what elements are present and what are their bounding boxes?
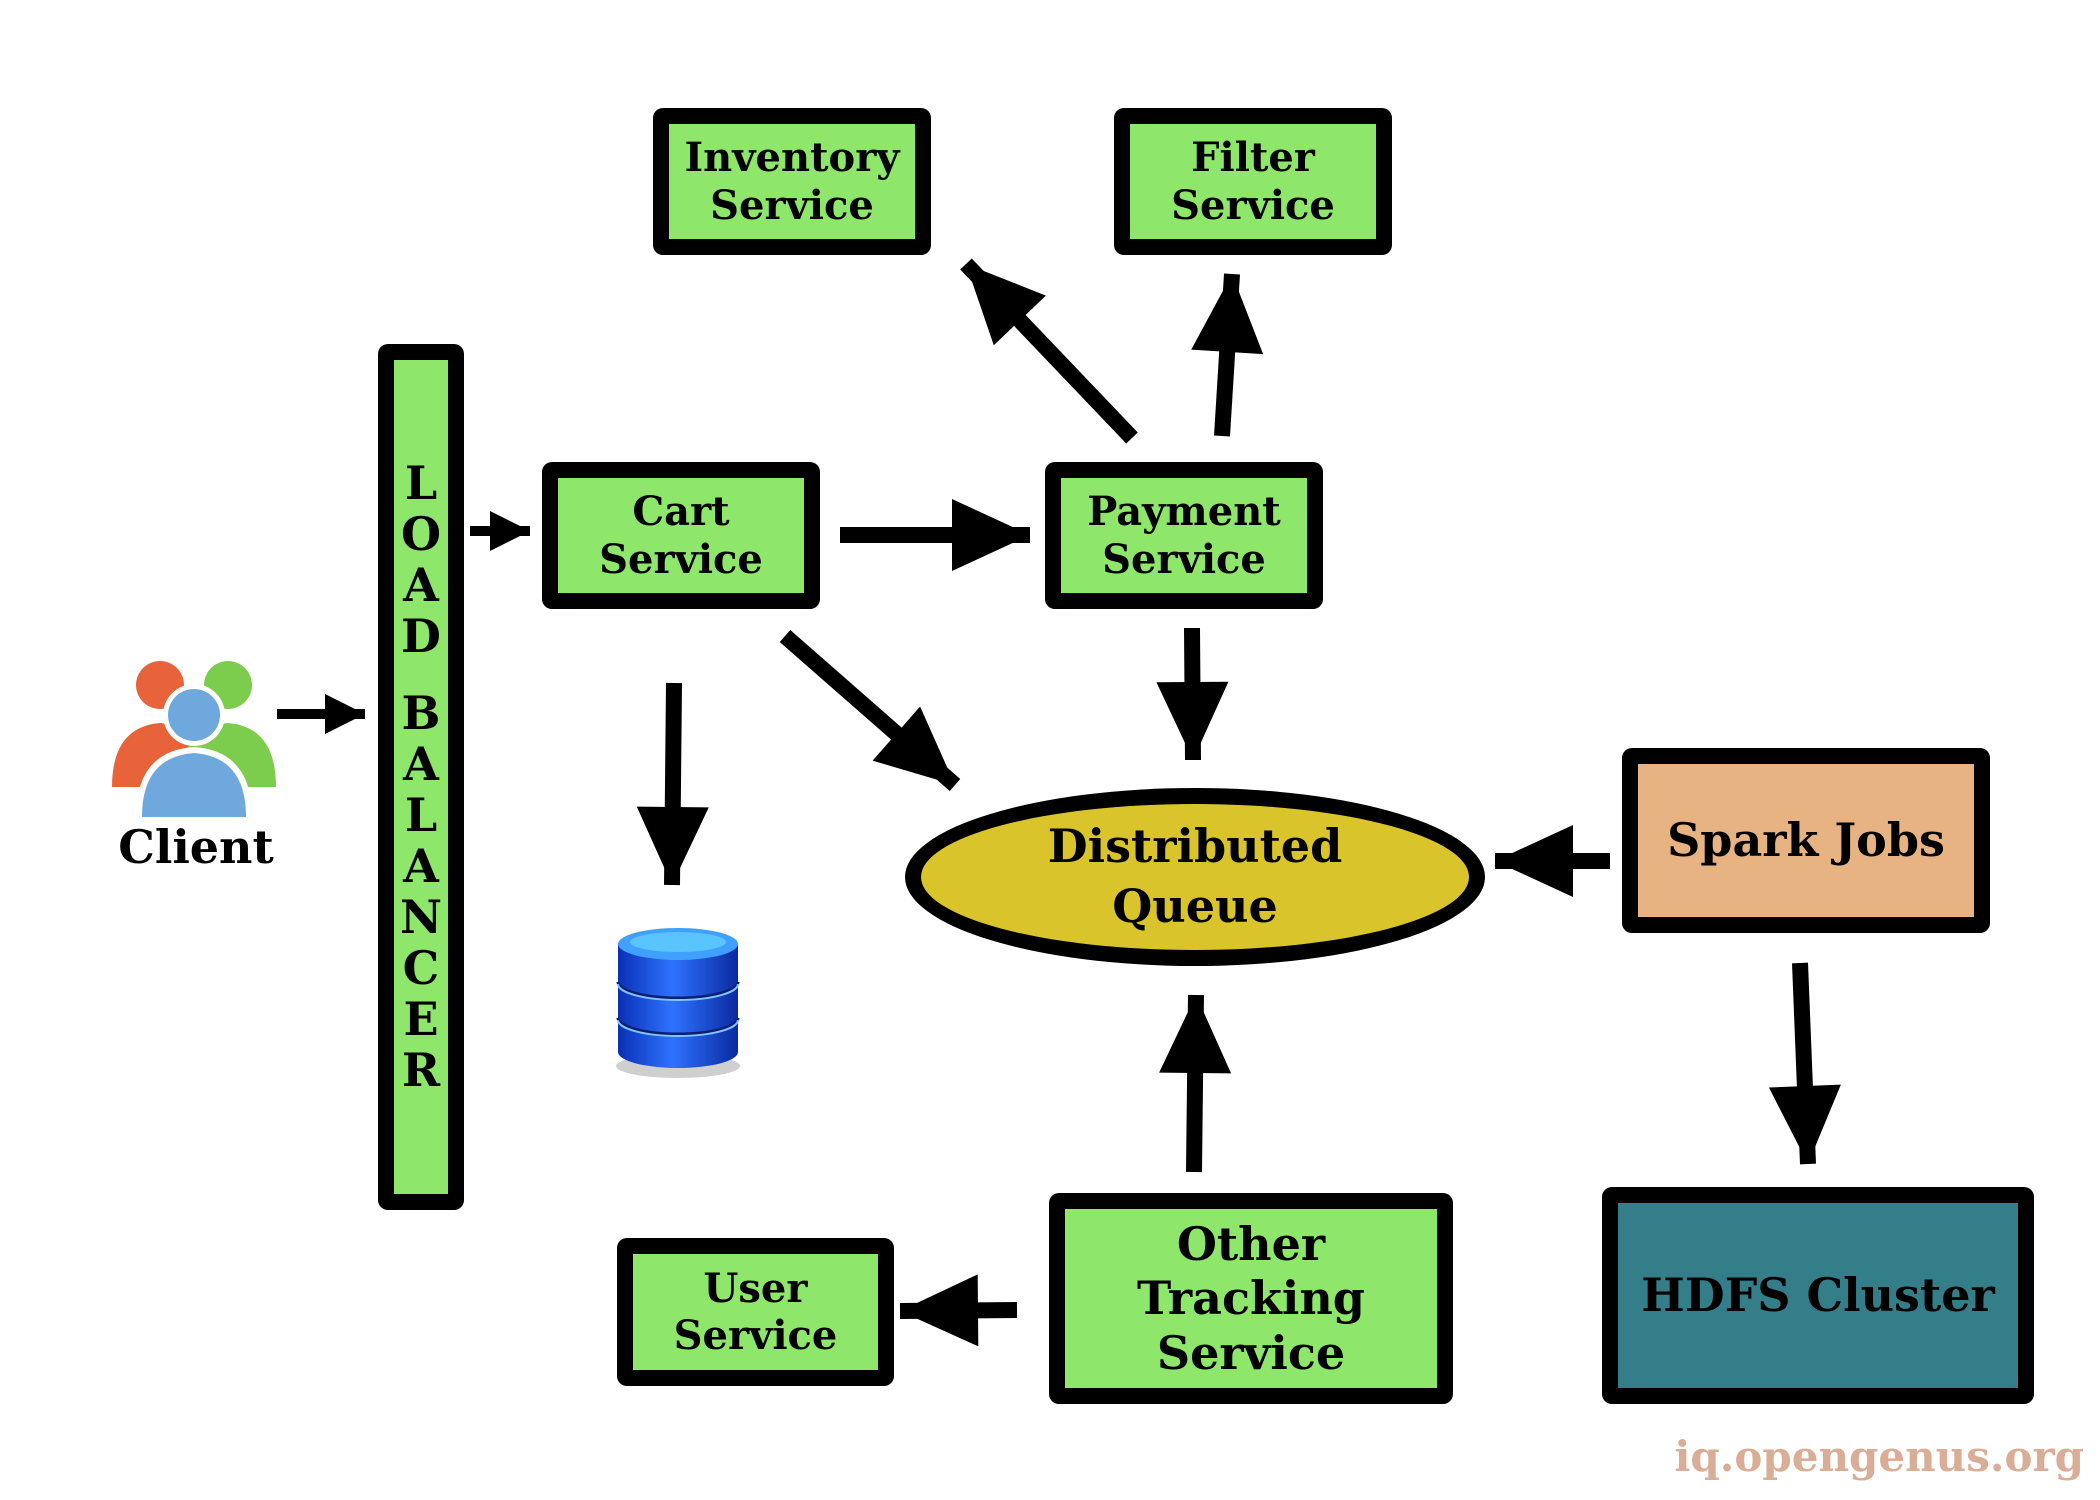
load-balancer-letter: B: [401, 686, 441, 740]
filter-service-label: Filter Service: [1171, 134, 1335, 229]
filter-service-node: Filter Service: [1114, 108, 1392, 255]
edge-arrow-payment-service-to-distributed-queue: [1156, 627, 1229, 761]
spark-jobs-node: Spark Jobs: [1622, 748, 1990, 933]
edge-arrow-other-tracking-service-to-user-service: [899, 1274, 1018, 1347]
load-balancer-letter: L: [404, 788, 438, 842]
hdfs-cluster-label: HDFS Cluster: [1641, 1268, 1995, 1323]
load-balancer-letter: R: [401, 1043, 441, 1097]
edge-arrow-payment-service-to-inventory-service: [960, 258, 1138, 444]
user-service-node: User Service: [617, 1238, 894, 1386]
watermark-text: iq.opengenus.org: [1674, 1432, 2084, 1481]
load-balancer-letter: A: [403, 558, 439, 612]
other-tracking-service-label: Other Tracking Service: [1137, 1217, 1365, 1380]
client-label: Client: [118, 820, 274, 874]
load-balancer-letter: L: [404, 456, 438, 510]
edge-arrow-payment-service-to-filter-service: [1191, 273, 1264, 437]
edge-arrow-cart-service-to-database: [636, 682, 709, 886]
cart-service-node: Cart Service: [542, 462, 820, 609]
inventory-service-node: Inventory Service: [653, 108, 931, 255]
load-balancer-letter: O: [400, 507, 442, 561]
load-balancer-letter: E: [403, 992, 439, 1046]
payment-service-node: Payment Service: [1045, 462, 1323, 609]
payment-service-label: Payment Service: [1087, 488, 1281, 583]
database-cylinder-icon: [616, 928, 740, 1078]
spark-jobs-label: Spark Jobs: [1667, 813, 1945, 868]
load-balancer-letter: C: [402, 941, 440, 995]
inventory-service-label: Inventory Service: [684, 134, 900, 229]
users-group-icon: [112, 661, 276, 817]
distributed-queue-node: Distributed Queue: [905, 788, 1485, 966]
cart-service-label: Cart Service: [599, 488, 763, 583]
distributed-queue-label: Distributed Queue: [1047, 819, 1343, 933]
load-balancer-letter: A: [403, 839, 439, 893]
other-tracking-service-node: Other Tracking Service: [1049, 1193, 1453, 1404]
load-balancer-letter: A: [403, 737, 439, 791]
edge-arrow-cart-service-to-distributed-queue: [779, 629, 961, 792]
edge-arrow-spark-jobs-to-hdfs-cluster: [1768, 962, 1841, 1165]
load-balancer-letter: D: [401, 609, 441, 663]
load-balancer-letter: N: [399, 890, 443, 944]
user-service-label: User Service: [673, 1264, 838, 1359]
hdfs-cluster-node: HDFS Cluster: [1602, 1187, 2034, 1404]
edge-arrow-other-tracking-service-to-distributed-queue: [1159, 994, 1232, 1173]
